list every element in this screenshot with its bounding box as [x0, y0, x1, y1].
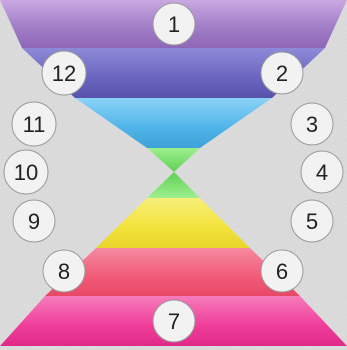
number-circle-1: 1 — [153, 3, 195, 45]
number-circle-11: 11 — [12, 102, 56, 146]
number-circle-7: 7 — [153, 300, 195, 342]
number-label-11: 11 — [23, 112, 46, 137]
number-label-9: 9 — [28, 209, 40, 234]
number-circle-9: 9 — [13, 200, 55, 242]
number-label-12: 12 — [52, 61, 76, 86]
number-label-3: 3 — [306, 112, 318, 137]
number-circle-8: 8 — [43, 250, 85, 292]
number-circle-10: 10 — [4, 150, 48, 194]
number-circle-5: 5 — [291, 200, 333, 242]
number-label-2: 2 — [276, 61, 288, 86]
number-label-7: 7 — [168, 309, 180, 334]
number-label-8: 8 — [58, 259, 70, 284]
number-circle-3: 3 — [291, 103, 333, 145]
number-label-4: 4 — [316, 160, 328, 185]
number-label-5: 5 — [306, 209, 318, 234]
number-circle-6: 6 — [261, 250, 303, 292]
number-label-10: 10 — [14, 160, 38, 185]
number-circle-2: 2 — [261, 52, 303, 94]
number-label-1: 1 — [168, 12, 180, 37]
number-circle-12: 12 — [42, 51, 86, 95]
number-circle-4: 4 — [301, 151, 343, 193]
number-label-6: 6 — [276, 259, 288, 284]
